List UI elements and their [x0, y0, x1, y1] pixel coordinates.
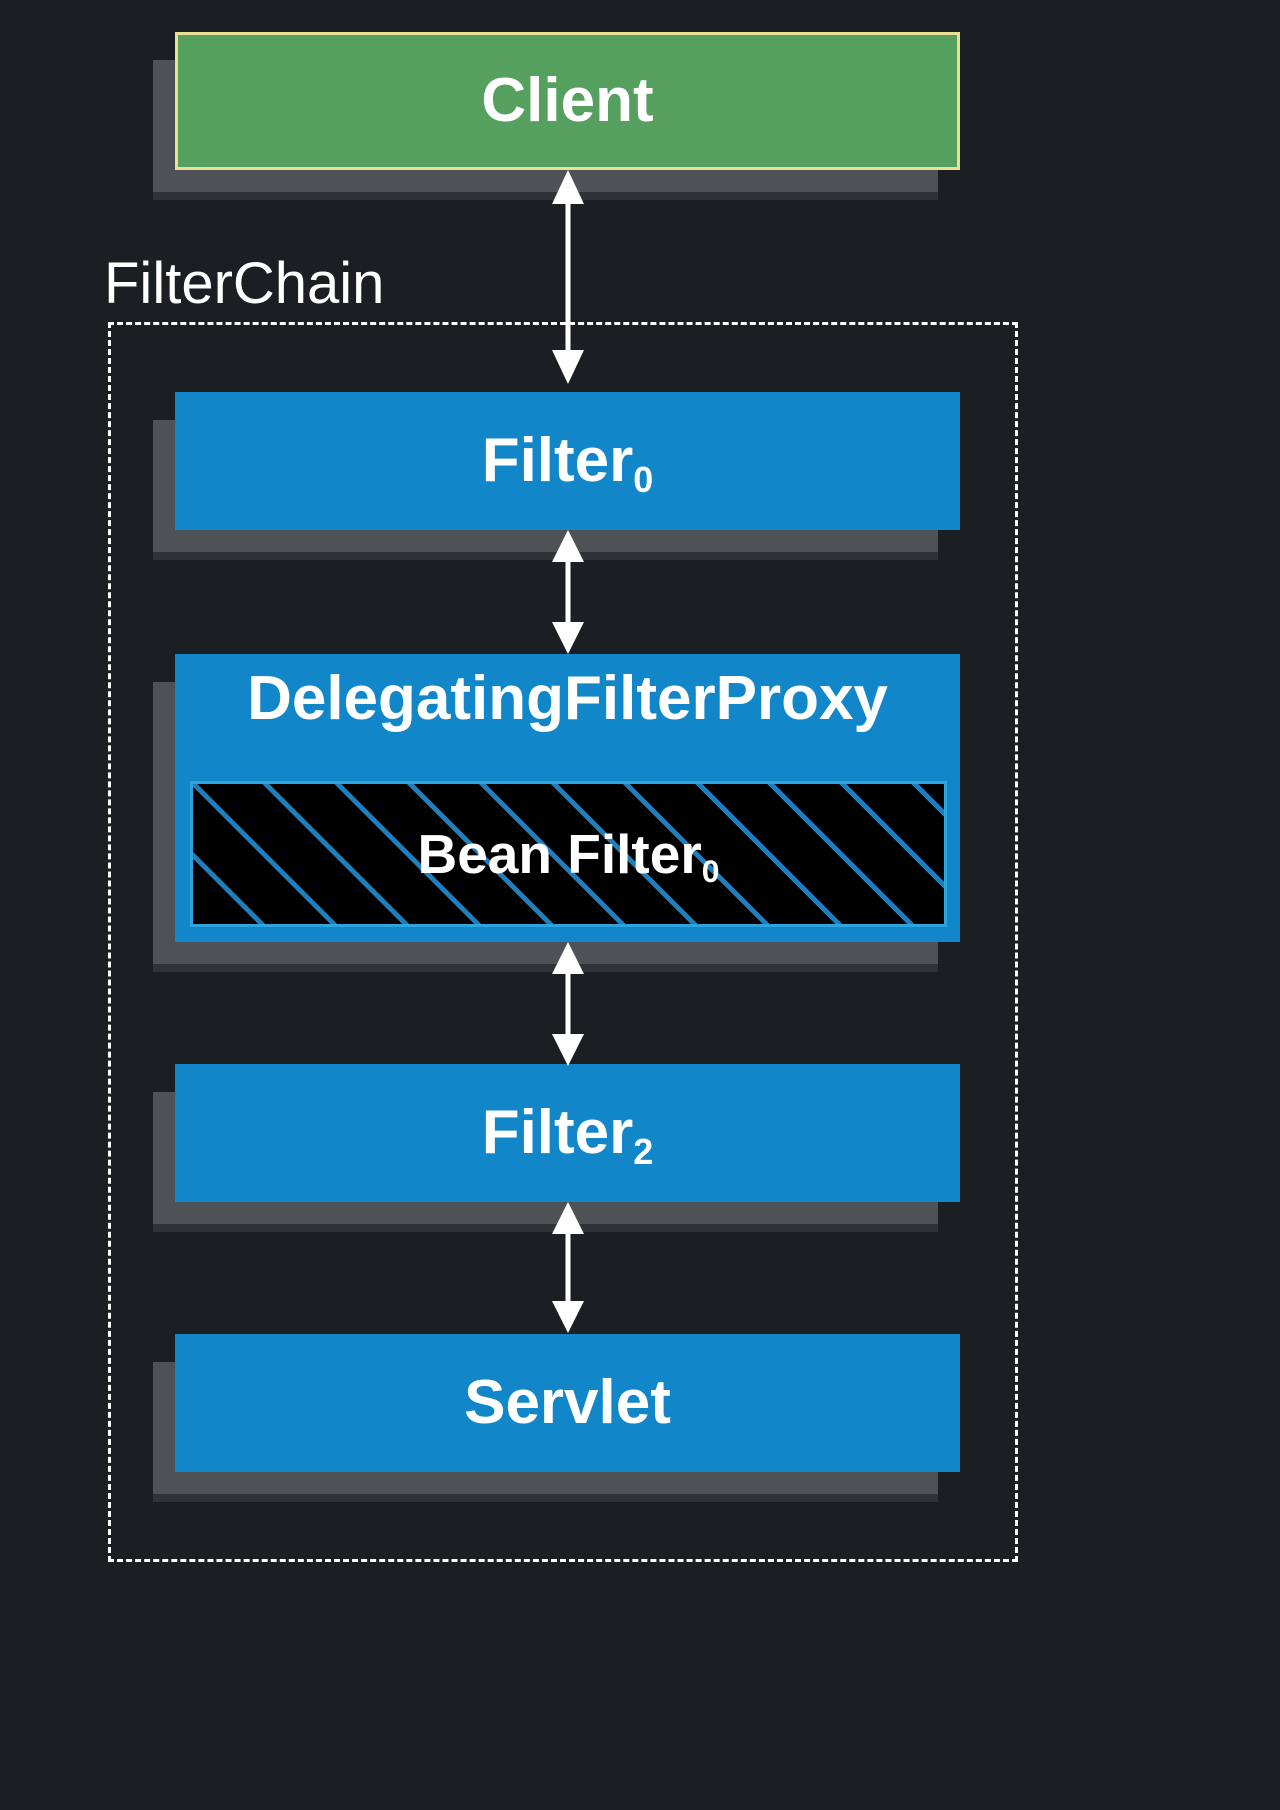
filter2-label-base: Filter: [481, 1098, 634, 1167]
bean-filter-node[interactable]: Bean Filter0: [190, 781, 947, 927]
bean-filter-label: Bean Filter0: [418, 826, 720, 887]
connector-client-to-filter0: [552, 170, 584, 384]
filter2-label-subscript: 2: [633, 1130, 654, 1172]
servlet-node[interactable]: Servlet: [175, 1334, 960, 1472]
connector-filter2-to-servlet: [552, 1202, 584, 1333]
connector-filter0-to-proxy: [552, 530, 584, 654]
client-node[interactable]: Client: [175, 32, 960, 170]
bean-filter-label-subscript: 0: [701, 853, 720, 890]
filter0-node[interactable]: Filter0: [175, 392, 960, 530]
filter2-label: Filter2: [482, 1102, 654, 1170]
filter0-label: Filter0: [482, 430, 654, 498]
bean-filter-label-base: Bean Filter: [417, 822, 702, 885]
servlet-label: Servlet: [464, 1368, 671, 1437]
filterchain-label: FilterChain: [104, 251, 385, 316]
filter0-label-base: Filter: [481, 426, 634, 495]
filter2-node[interactable]: Filter2: [175, 1064, 960, 1202]
delegating-filter-proxy-label: DelegatingFilterProxy: [247, 664, 888, 733]
client-label: Client: [481, 66, 654, 135]
filter0-label-subscript: 0: [633, 458, 654, 500]
filterchain-container: [108, 322, 1018, 1562]
connector-proxy-to-filter2: [552, 942, 584, 1066]
